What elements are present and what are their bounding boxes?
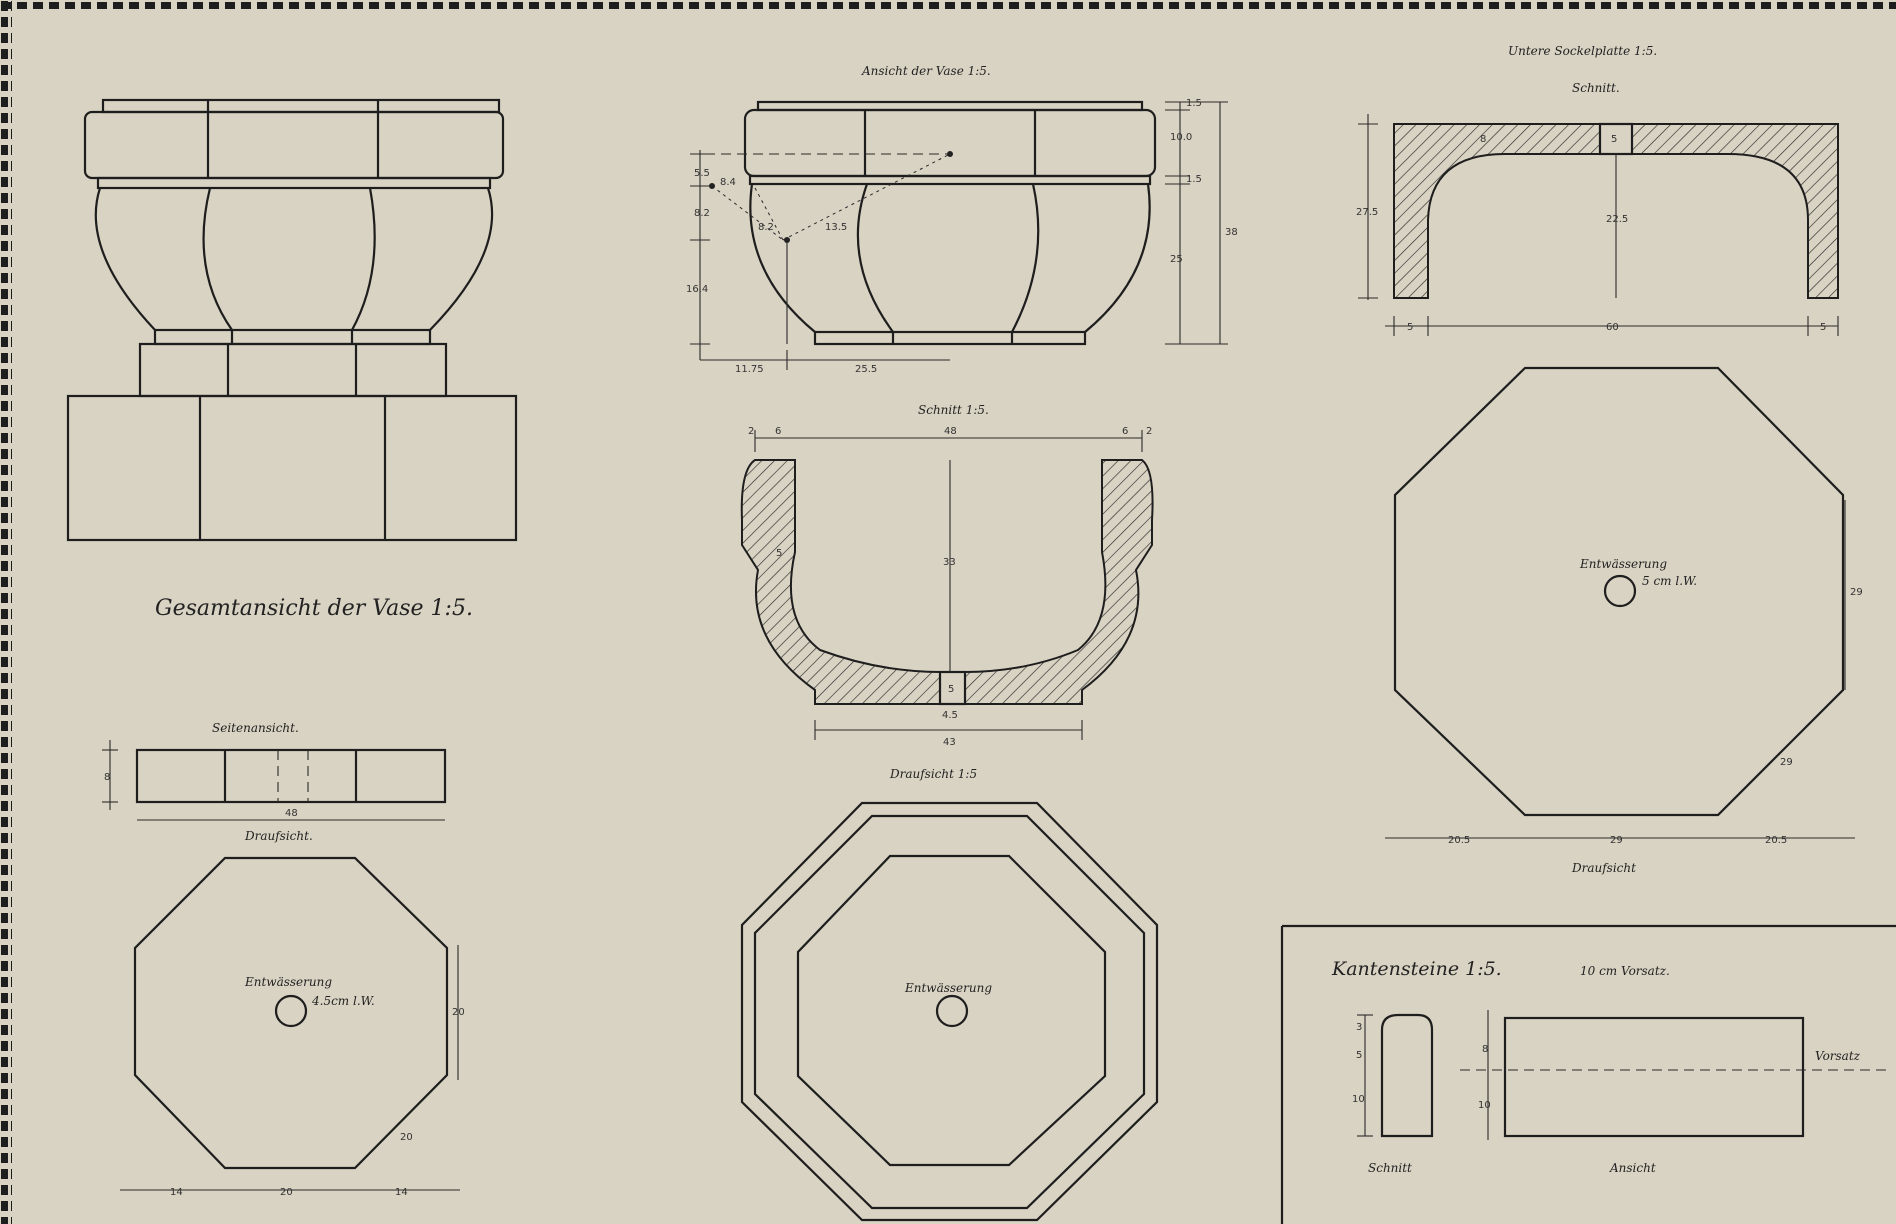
vase-section-dim-45: 4.5 bbox=[942, 710, 958, 721]
plinth-title: Untere Sockelplatte 1:5. bbox=[1508, 44, 1657, 58]
vase-view-dim-25: 25 bbox=[1170, 254, 1183, 265]
side-view-dim-48: 48 bbox=[285, 808, 298, 819]
plinth-plan-dim-29b: 29 bbox=[1610, 835, 1623, 846]
vase-plan-drain-label: Entwässerung bbox=[904, 981, 992, 995]
vase-section-drawing bbox=[740, 430, 1154, 740]
plinth-plan-dim-205b: 20.5 bbox=[1765, 835, 1787, 846]
vase-view-dim-r135: 13.5 bbox=[825, 222, 847, 233]
small-plan-drain-label: Entwässerung bbox=[244, 975, 332, 989]
plinth-plan-dim-29r: 29 bbox=[1850, 587, 1863, 598]
small-plan-title: Draufsicht. bbox=[244, 829, 313, 843]
vase-view-dim-255: 25.5 bbox=[855, 364, 877, 375]
border-top bbox=[0, 0, 1896, 12]
curb-facing-label: Vorsatz bbox=[1815, 1049, 1861, 1063]
plinth-plan-drain-label: Entwässerung bbox=[1579, 557, 1667, 571]
small-plan-dim-20b: 20 bbox=[280, 1187, 293, 1198]
vase-view-dim-15a: 1.5 bbox=[1186, 98, 1202, 109]
vase-section-dim-2b: 2 bbox=[1146, 426, 1152, 437]
curb-elevation-label: Ansicht bbox=[1609, 1161, 1656, 1175]
side-view-title: Seitenansicht. bbox=[212, 721, 299, 735]
plinth-plan-title: Draufsicht bbox=[1571, 861, 1636, 875]
curb-stones-title: Kantensteine 1:5. bbox=[1331, 958, 1502, 980]
plinth-dim-5r: 5 bbox=[1820, 322, 1826, 333]
vase-view-dim-15b: 1.5 bbox=[1186, 174, 1202, 185]
plinth-dim-60: 60 bbox=[1606, 322, 1619, 333]
plinth-section-title: Schnitt. bbox=[1572, 81, 1620, 95]
vase-section-dim-43: 43 bbox=[943, 737, 956, 748]
vase-view-dim-164: 16.4 bbox=[686, 284, 708, 295]
side-view-drawing bbox=[102, 740, 447, 821]
plinth-dim-225: 22.5 bbox=[1606, 214, 1628, 225]
curb-stones-facing: 10 cm Vorsatz. bbox=[1580, 964, 1670, 978]
vase-view-dim-100: 10.0 bbox=[1170, 132, 1192, 143]
small-plan-dim-14b: 14 bbox=[395, 1187, 408, 1198]
plinth-plan-dim-29d: 29 bbox=[1780, 757, 1793, 768]
curb-stones-frame bbox=[1280, 924, 1896, 1224]
curb-dim-8e: 8 bbox=[1482, 1044, 1488, 1055]
vase-section-dim-5: 5 bbox=[948, 684, 954, 695]
overall-view-drawing bbox=[66, 98, 518, 542]
plinth-section-drawing bbox=[1358, 114, 1839, 336]
vase-view-dim-38: 38 bbox=[1225, 227, 1238, 238]
vase-view-dim-1175: 11.75 bbox=[735, 364, 764, 375]
vase-view-dim-82: 8.2 bbox=[694, 208, 710, 219]
small-plan-dim-14a: 14 bbox=[170, 1187, 183, 1198]
overall-view-title: Gesamtansicht der Vase 1:5. bbox=[155, 596, 473, 621]
curb-dim-10e: 10 bbox=[1478, 1100, 1491, 1111]
side-view-dim-8: 8 bbox=[104, 772, 110, 783]
plinth-dim-8: 8 bbox=[1480, 134, 1486, 145]
vase-section-dim-6b: 6 bbox=[1122, 426, 1128, 437]
vase-view-drawing bbox=[690, 100, 1228, 370]
curb-dim-10: 10 bbox=[1352, 1094, 1365, 1105]
plinth-plan-drawing bbox=[1385, 366, 1855, 839]
plinth-dim-5l: 5 bbox=[1407, 322, 1413, 333]
vase-plan-title: Draufsicht 1:5 bbox=[889, 767, 977, 781]
border-left bbox=[0, 0, 12, 1224]
vase-section-dim-6a: 6 bbox=[775, 426, 781, 437]
small-plan-dim-20r: 20 bbox=[452, 1007, 465, 1018]
vase-section-title: Schnitt 1:5. bbox=[918, 403, 989, 417]
small-plan-dim-20d: 20 bbox=[400, 1132, 413, 1143]
vase-view-dim-55: 5.5 bbox=[694, 168, 710, 179]
small-plan-drawing bbox=[120, 856, 460, 1191]
plinth-dim-275: 27.5 bbox=[1356, 207, 1378, 218]
vase-section-dim-48: 48 bbox=[944, 426, 957, 437]
plinth-plan-drain-size: 5 cm l.W. bbox=[1642, 574, 1697, 588]
curb-dim-5: 5 bbox=[1356, 1050, 1362, 1061]
vase-section-dim-33: 33 bbox=[943, 557, 956, 568]
vase-view-dim-r84: 8.4 bbox=[720, 177, 736, 188]
curb-section-label: Schnitt bbox=[1368, 1161, 1412, 1175]
vase-view-title: Ansicht der Vase 1:5. bbox=[861, 64, 991, 78]
vase-section-dim-5c: 5 bbox=[776, 548, 782, 559]
plinth-dim-5top: 5 bbox=[1611, 134, 1617, 145]
curb-dim-3: 3 bbox=[1356, 1022, 1362, 1033]
vase-plan-drawing bbox=[740, 801, 1159, 1222]
plinth-plan-dim-205a: 20.5 bbox=[1448, 835, 1470, 846]
curb-stones-drawing bbox=[1357, 1010, 1890, 1140]
vase-view-dim-r82: 8.2 bbox=[758, 222, 774, 233]
small-plan-drain-size: 4.5cm l.W. bbox=[311, 994, 375, 1008]
vase-section-dim-2a: 2 bbox=[748, 426, 754, 437]
